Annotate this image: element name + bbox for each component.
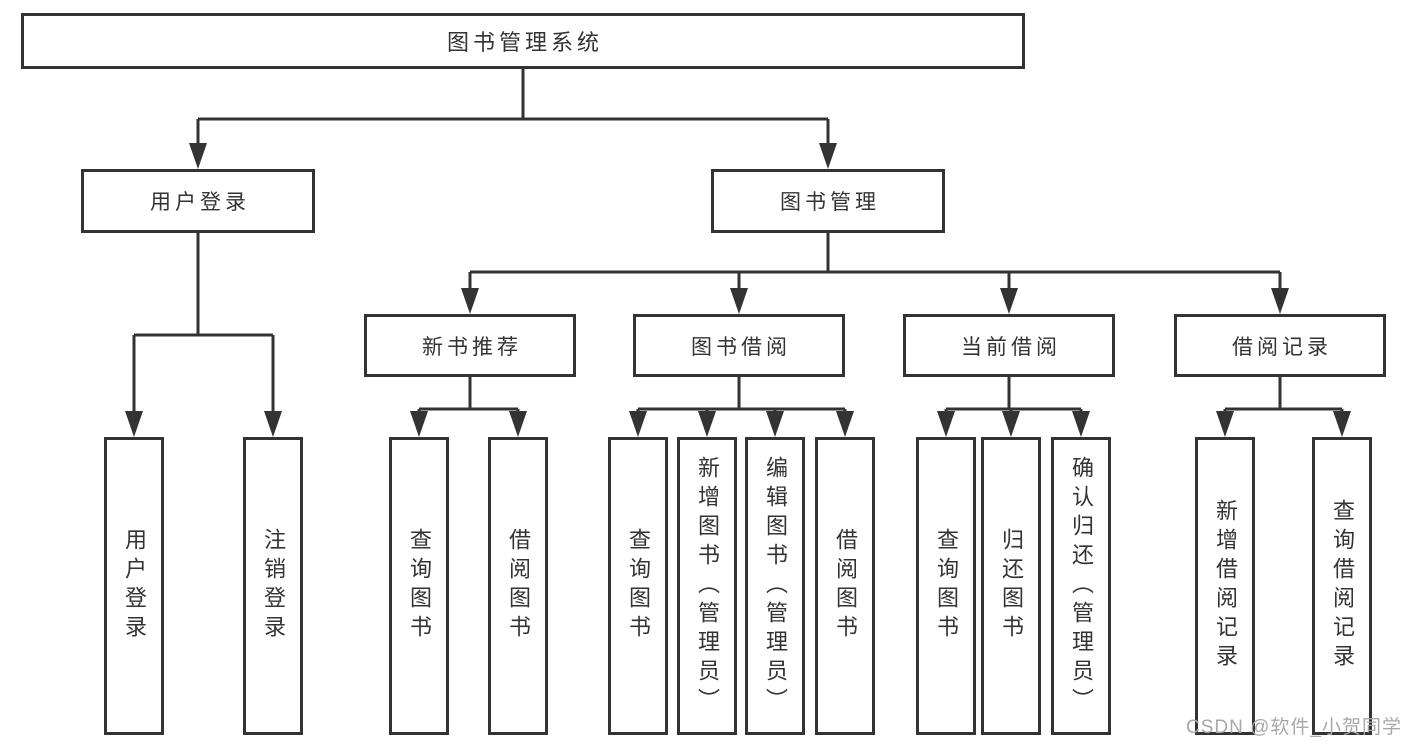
leaf-label: 确认归还（管理员） — [1069, 455, 1094, 717]
leaf-add-borrow-record: 新增借阅记录 — [1195, 437, 1255, 735]
leaf-return-book: 归还图书 — [981, 437, 1041, 735]
leaf-user-login: 用户登录 — [104, 437, 164, 735]
csdn-watermark: CSDN @软件_小贺同学 — [1186, 717, 1402, 738]
node-label: 图书借阅 — [691, 335, 791, 359]
node-current-borrowing: 当前借阅 — [903, 314, 1115, 377]
leaf-label: 查询借阅记录 — [1330, 499, 1355, 673]
leaf-label: 查询图书 — [407, 528, 432, 644]
leaf-query-borrow-record: 查询借阅记录 — [1312, 437, 1372, 735]
node-user-login: 用户登录 — [81, 169, 315, 233]
leaf-label: 归还图书 — [999, 528, 1024, 644]
leaf-logout: 注销登录 — [243, 437, 303, 735]
leaf-borrow-books: 借阅图书 — [815, 437, 875, 735]
leaf-label: 查询图书 — [626, 528, 651, 644]
node-label: 新书推荐 — [422, 335, 522, 359]
leaf-edit-book-admin: 编辑图书（管理员） — [745, 437, 805, 735]
leaf-query-books-recommend: 查询图书 — [389, 437, 449, 735]
leaf-label: 查询图书 — [934, 528, 959, 644]
node-label: 借阅记录 — [1232, 335, 1332, 359]
leaf-confirm-return-admin: 确认归还（管理员） — [1051, 437, 1111, 735]
leaf-borrow-books-recommend: 借阅图书 — [488, 437, 548, 735]
leaf-add-book-admin: 新增图书（管理员） — [677, 437, 737, 735]
leaf-label: 注销登录 — [261, 528, 286, 644]
leaf-label: 借阅图书 — [506, 528, 531, 644]
node-book-management: 图书管理 — [711, 169, 945, 233]
leaf-label: 借阅图书 — [833, 528, 858, 644]
node-borrowing-records: 借阅记录 — [1174, 314, 1386, 377]
node-label: 图书管理系统 — [446, 30, 603, 55]
node-library-management-system: 图书管理系统 — [21, 13, 1025, 69]
leaf-label: 新增图书（管理员） — [695, 455, 720, 717]
leaf-query-books-borrow: 查询图书 — [608, 437, 668, 735]
leaf-label: 编辑图书（管理员） — [763, 455, 788, 717]
node-new-book-recommend: 新书推荐 — [364, 314, 576, 377]
node-book-borrowing: 图书借阅 — [633, 314, 845, 377]
node-label: 图书管理 — [780, 191, 880, 214]
leaf-label: 新增借阅记录 — [1213, 499, 1238, 673]
leaf-label: 用户登录 — [122, 528, 147, 644]
node-label: 当前借阅 — [961, 335, 1061, 359]
leaf-query-books-current: 查询图书 — [916, 437, 976, 735]
node-label: 用户登录 — [150, 191, 250, 214]
